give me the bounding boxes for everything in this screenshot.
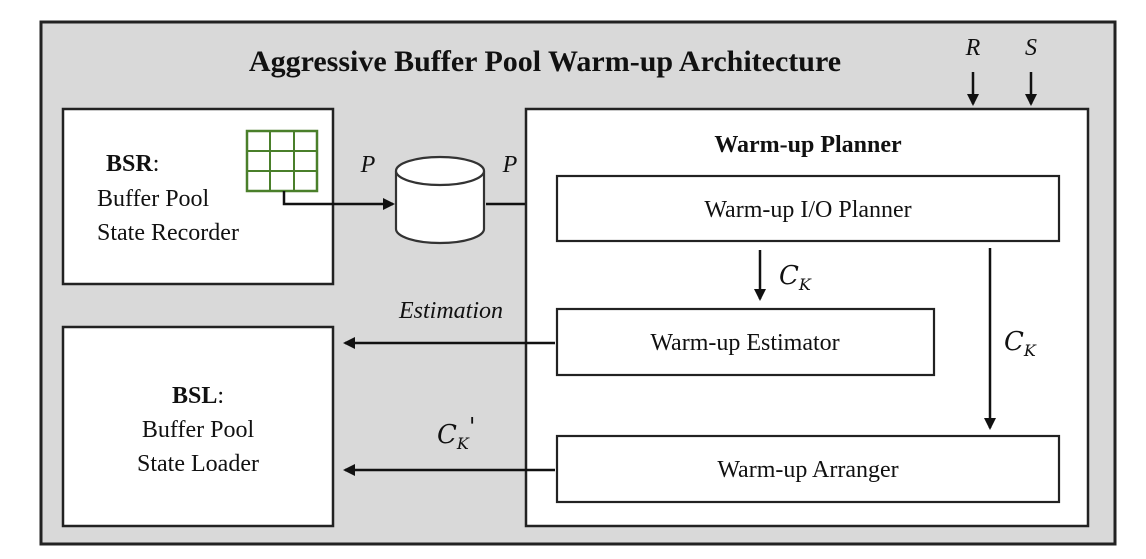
bsr-line2: State Recorder bbox=[97, 220, 239, 246]
estimator-label: Warm-up Estimator bbox=[650, 330, 839, 356]
p-label-left: P bbox=[360, 152, 376, 178]
bsl-title: BSL: bbox=[172, 383, 224, 409]
warmup-planner-title: Warm-up Planner bbox=[714, 132, 902, 158]
input-r-label: R bbox=[965, 35, 981, 61]
bsl-box bbox=[61, 325, 335, 528]
estimation-label: Estimation bbox=[398, 298, 503, 324]
storage-cylinder-icon bbox=[394, 155, 486, 245]
io-planner-box bbox=[555, 174, 1061, 243]
bsl-line1: Buffer Pool bbox=[142, 417, 255, 443]
ck-prime-label: CK' bbox=[437, 413, 475, 453]
ck-label-estimator: CK bbox=[779, 261, 812, 294]
input-s-label: S bbox=[1025, 35, 1037, 61]
bsr-line1: Buffer Pool bbox=[97, 186, 210, 212]
arranger-box bbox=[555, 434, 1061, 504]
bsr-to-storage-arrow bbox=[282, 191, 395, 210]
ck-label-arranger: CK bbox=[1004, 327, 1037, 360]
estimator-box bbox=[555, 307, 936, 377]
bsl-line2: State Loader bbox=[137, 451, 259, 477]
buffer-grid-icon bbox=[245, 129, 319, 193]
p-label-right: P bbox=[502, 152, 518, 178]
bsr-title: BSR: bbox=[106, 151, 159, 177]
arranger-label: Warm-up Arranger bbox=[717, 457, 898, 483]
diagram-title: Aggressive Buffer Pool Warm-up Architect… bbox=[249, 45, 841, 78]
io-planner-label: Warm-up I/O Planner bbox=[704, 197, 911, 223]
